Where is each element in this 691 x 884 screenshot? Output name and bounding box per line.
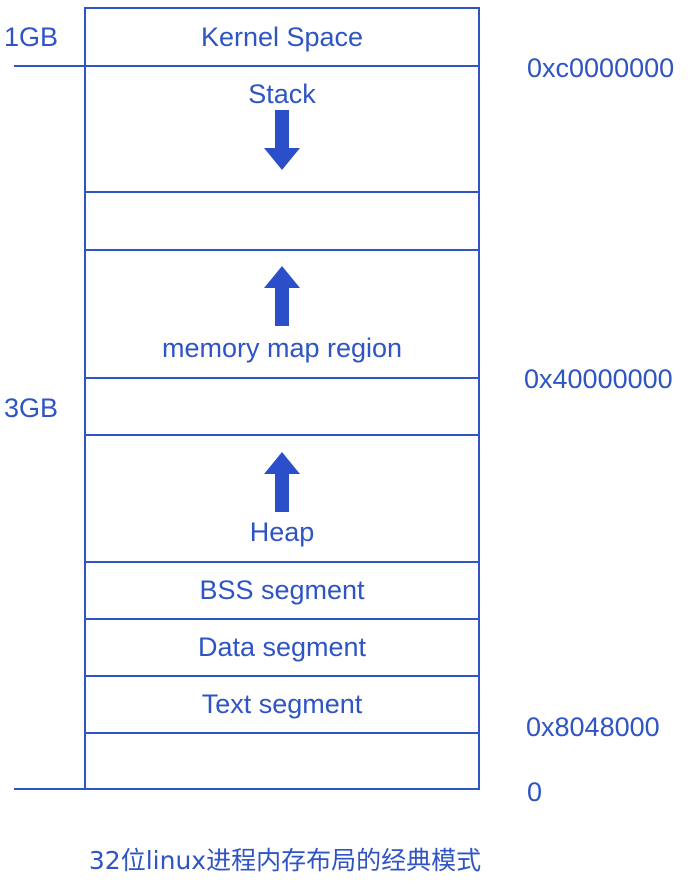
arrow-up-icon	[264, 452, 300, 512]
address-kernel-start: 0xc0000000	[527, 53, 675, 83]
arrow-down-icon	[264, 110, 300, 170]
address-text-start: 0x8048000	[526, 712, 660, 742]
address-zero: 0	[527, 777, 543, 807]
user-size-label: 3GB	[4, 393, 59, 423]
data-segment-label: Data segment	[197, 632, 367, 662]
stack-label: Stack	[248, 79, 316, 109]
mmap-label: memory map region	[161, 333, 403, 363]
kernel-size-label: 1GB	[4, 22, 59, 52]
address-mmap-start: 0x40000000	[524, 364, 673, 394]
outer-box	[84, 7, 480, 790]
bss-segment-label: BSS segment	[199, 575, 365, 605]
heap-label: Heap	[249, 517, 315, 547]
diagram-caption: 32位linux进程内存布局的经典模式	[88, 846, 482, 875]
arrow-up-icon	[264, 266, 300, 326]
kernel-space-label: Kernel Space	[200, 22, 364, 52]
text-segment-label: Text segment	[201, 689, 363, 719]
